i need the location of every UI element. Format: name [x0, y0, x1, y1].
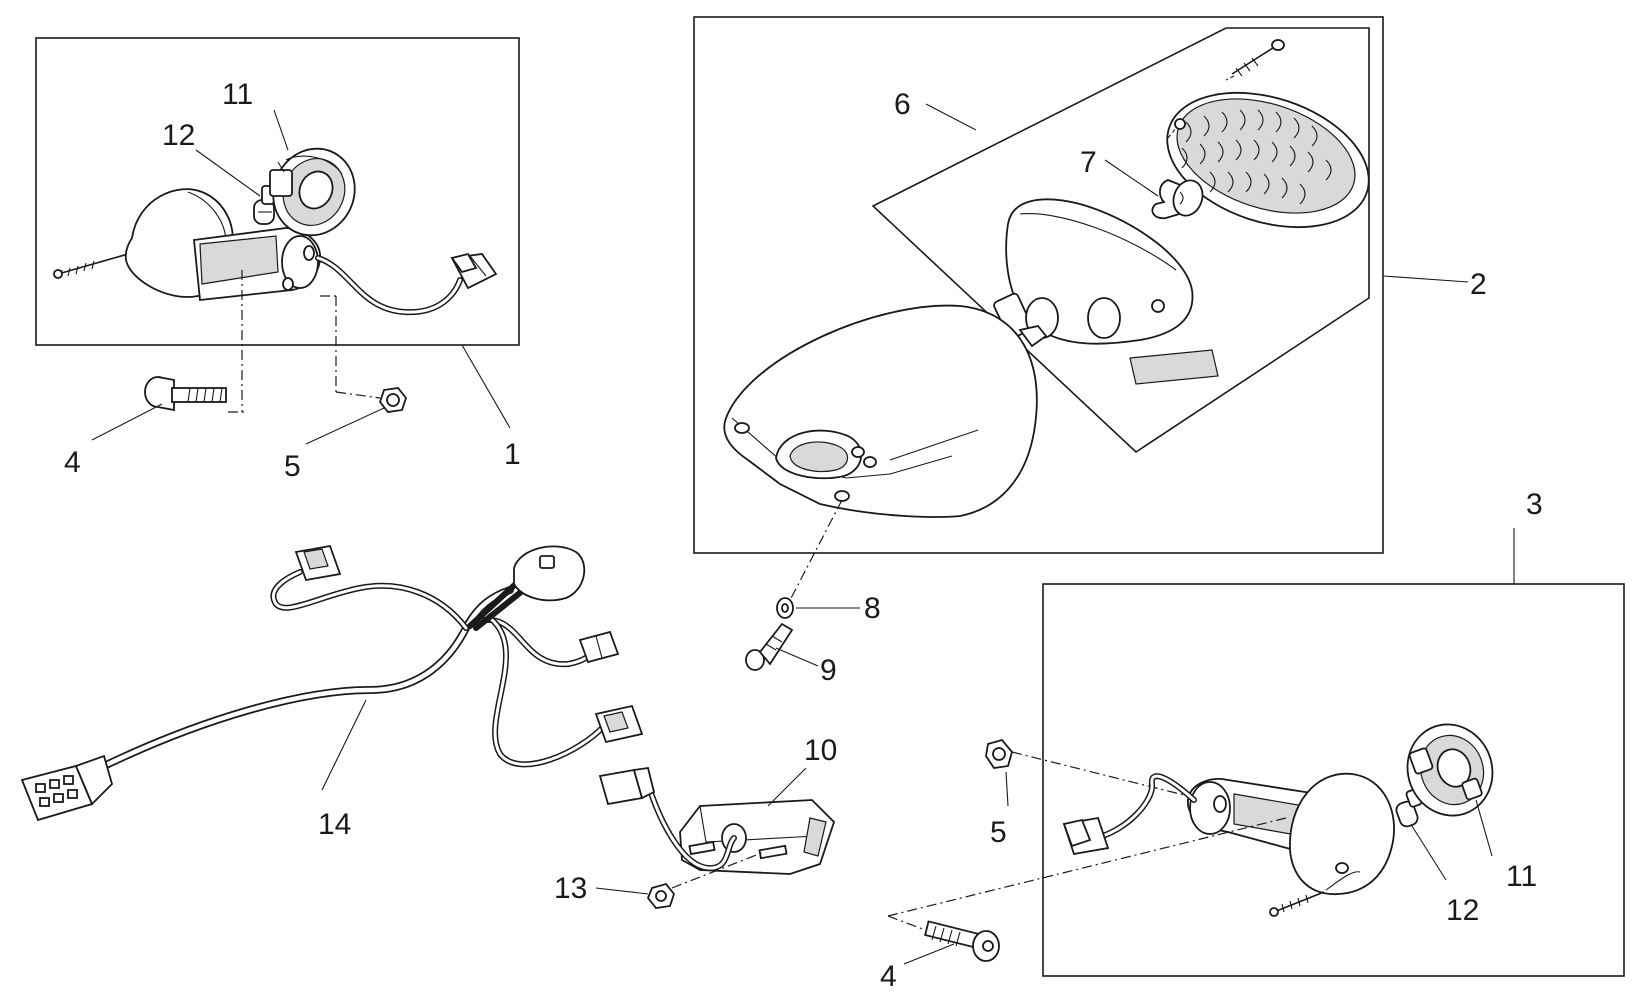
indicator-screw-right [1269, 891, 1325, 917]
plate-light-nut [646, 882, 676, 909]
fixing-screw [745, 622, 794, 671]
leader-5-left [305, 407, 385, 445]
leader-14 [321, 699, 367, 791]
callout-7: 7 [1080, 146, 1097, 179]
leader-12-right [1411, 825, 1447, 881]
indicator-lens-right [1289, 772, 1395, 895]
leader-6 [925, 103, 977, 131]
callout-1: 1 [504, 438, 521, 471]
leader-4-bottom [903, 943, 955, 965]
assembly-box-3 [1042, 583, 1625, 977]
assembly-box-2 [693, 16, 1384, 554]
callout-5-left: 5 [284, 450, 301, 483]
callout-5-right: 5 [990, 816, 1007, 849]
tail-light-lens [1166, 91, 1370, 229]
license-plate-light [598, 766, 836, 875]
reflector-plate [1129, 349, 1219, 385]
callout-10: 10 [804, 734, 837, 767]
leader-2 [1382, 275, 1469, 283]
tail-light-cover [723, 304, 1038, 518]
leader-13 [595, 887, 649, 895]
washer [776, 597, 794, 619]
leader-4-left [91, 403, 163, 441]
bulb-right [1395, 788, 1423, 828]
indicator-wire-right [1062, 773, 1197, 856]
callout-13: 13 [554, 872, 587, 905]
indicator-stalk-right [1187, 778, 1319, 858]
callout-11-right: 11 [1506, 860, 1537, 893]
bulb-holder-left [269, 147, 356, 237]
leader-1 [461, 344, 511, 429]
bolt-left [144, 376, 227, 412]
tail-bulb [1151, 179, 1204, 220]
callout-12-right: 12 [1446, 894, 1479, 927]
callout-4-left: 4 [64, 446, 81, 479]
leader-9 [775, 647, 819, 667]
callout-2: 2 [1470, 268, 1487, 301]
cover-fixing-axis [787, 499, 843, 605]
leader-7 [1104, 159, 1159, 197]
leader-11-right [1475, 799, 1493, 857]
indicator-wire-left [315, 252, 498, 316]
leader-5-right [1005, 771, 1009, 807]
callout-3: 3 [1526, 488, 1543, 521]
nut-right [985, 738, 1013, 769]
assembly-box-1 [35, 37, 520, 346]
nut-left [378, 387, 408, 413]
leader-11-left [273, 109, 289, 151]
callout-4-bottom: 4 [880, 960, 897, 993]
callout-8: 8 [864, 592, 881, 625]
callout-9: 9 [820, 654, 837, 687]
callout-14: 14 [318, 808, 351, 841]
wiring-harness [20, 544, 644, 822]
leader-10 [767, 767, 807, 807]
callout-6: 6 [894, 88, 911, 121]
lens-screw [1231, 39, 1285, 77]
tail-light-housing [993, 198, 1194, 348]
callout-11-left: 11 [222, 78, 253, 111]
indicator-screw-left [53, 253, 129, 279]
indicator-stalk-left [193, 227, 321, 301]
bulb-holder-right [1406, 723, 1494, 817]
callout-12-left: 12 [162, 119, 195, 152]
bolt-bottom [924, 920, 1000, 962]
leader-12-left [195, 149, 261, 197]
